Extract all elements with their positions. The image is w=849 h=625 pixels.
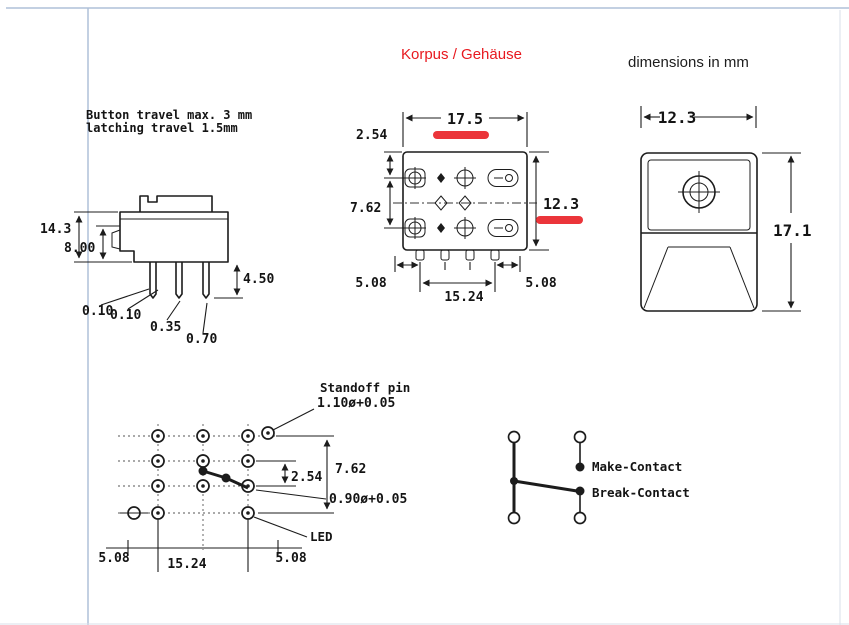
dim-8-00: 8.00: [64, 241, 95, 256]
break-contact-label: Break-Contact: [592, 485, 690, 500]
dim-0-35: 0.35: [150, 320, 181, 335]
make-contact-label: Make-Contact: [592, 459, 682, 474]
top-dim-offset: 2.54: [356, 128, 404, 179]
footprint-bottom-dims: 5.08 15.24 5.08: [98, 520, 307, 572]
dim-12-3-front: 12.3: [658, 108, 697, 127]
footprint-pads: [120, 426, 275, 520]
dim-17-5: 17.5: [447, 110, 483, 128]
side-pin-dims: 0.10 0.10 0.35 0.70: [82, 288, 217, 347]
front-dim-width: 12.3: [640, 106, 757, 128]
contact-schematic: Make-Contact Break-Contact: [507, 430, 690, 525]
common-terminal-bottom: [507, 511, 521, 525]
units-note: dimensions in mm: [628, 54, 749, 71]
top-view-body: [402, 151, 528, 251]
dim-5-08-fp-right: 5.08: [275, 551, 306, 566]
dim-0-10-b: 0.10: [110, 308, 141, 323]
led-label: LED: [310, 529, 333, 544]
footprint-hole-callout: 0.90ø+0.05: [255, 489, 407, 507]
page-frame: [0, 7, 849, 625]
standoff-pin-label: Standoff pin: [320, 380, 410, 395]
common-terminal-top: [507, 430, 521, 444]
dim-5-08-top-right: 5.08: [525, 276, 556, 291]
dim-0-70: 0.70: [186, 332, 217, 347]
dim-7-62-top: 7.62: [350, 201, 381, 216]
front-view-outline: [640, 152, 758, 312]
side-dim-height: 14.3: [40, 211, 132, 263]
top-view-center-features: [434, 167, 476, 239]
footprint-dim-pitch: 2.54: [256, 460, 322, 487]
make-terminal: [573, 430, 587, 444]
side-view-note-line2: latching travel 1.5mm: [86, 121, 238, 135]
make-contact-dot: [575, 462, 585, 472]
top-bottom-dims: 5.08 15.24 5.08: [355, 256, 557, 305]
page-title: Korpus / Gehäuse: [401, 46, 522, 63]
break-terminal: [573, 511, 587, 525]
footprint-dim-row-span: 7.62: [258, 435, 366, 514]
side-view: Button travel max. 3 mm latching travel …: [40, 108, 274, 347]
top-view-left-pads: [404, 167, 426, 239]
footprint-standoff-callout: Standoff pin 1.10ø+0.05: [272, 380, 410, 431]
front-dim-height: 17.1: [762, 152, 812, 312]
side-view-note-line1: Button travel max. 3 mm: [86, 108, 252, 122]
dim-4-50: 4.50: [243, 272, 274, 287]
footprint-contact-trace: [198, 466, 249, 490]
dim-5-08-fp-left: 5.08: [98, 551, 129, 566]
lever-pivot-dot: [510, 477, 518, 485]
side-view-outline: [111, 195, 229, 299]
dim-12-3-top: 12.3: [543, 195, 579, 213]
footprint-led-callout: LED: [253, 516, 333, 544]
top-view: 2.54 7.62 17.5 12.3: [350, 110, 583, 305]
dim-7-62-footprint: 7.62: [335, 462, 366, 477]
standoff-dia-label: 1.10ø+0.05: [317, 396, 395, 411]
footprint-view: Standoff pin 1.10ø+0.05 7.62 2.54 0.90ø+…: [98, 380, 410, 572]
top-dim-depth: 12.3: [529, 151, 583, 251]
dim-15-24-top: 15.24: [444, 290, 483, 305]
dim-2-54-top: 2.54: [356, 128, 387, 143]
side-dim-pin-length: 4.50: [214, 264, 274, 299]
break-contact-dot: [575, 486, 585, 496]
hole-dia-label: 0.90ø+0.05: [329, 492, 407, 507]
dim-14-3: 14.3: [40, 222, 71, 237]
dim-15-24-fp: 15.24: [167, 557, 206, 572]
top-dim-width: 17.5: [402, 110, 528, 147]
top-dim-row-pitch: 7.62: [350, 180, 404, 229]
dim-0-10-a: 0.10: [82, 304, 113, 319]
front-view: 12.3 17.1: [640, 106, 812, 312]
top-view-bottom-pins: [415, 249, 500, 261]
top-view-slot-pads: [487, 169, 519, 237]
dim-2-54-footprint: 2.54: [291, 470, 322, 485]
side-dim-body: 8.00: [64, 225, 120, 260]
dim-5-08-top-left: 5.08: [355, 276, 386, 291]
dim-17-1: 17.1: [773, 221, 812, 240]
